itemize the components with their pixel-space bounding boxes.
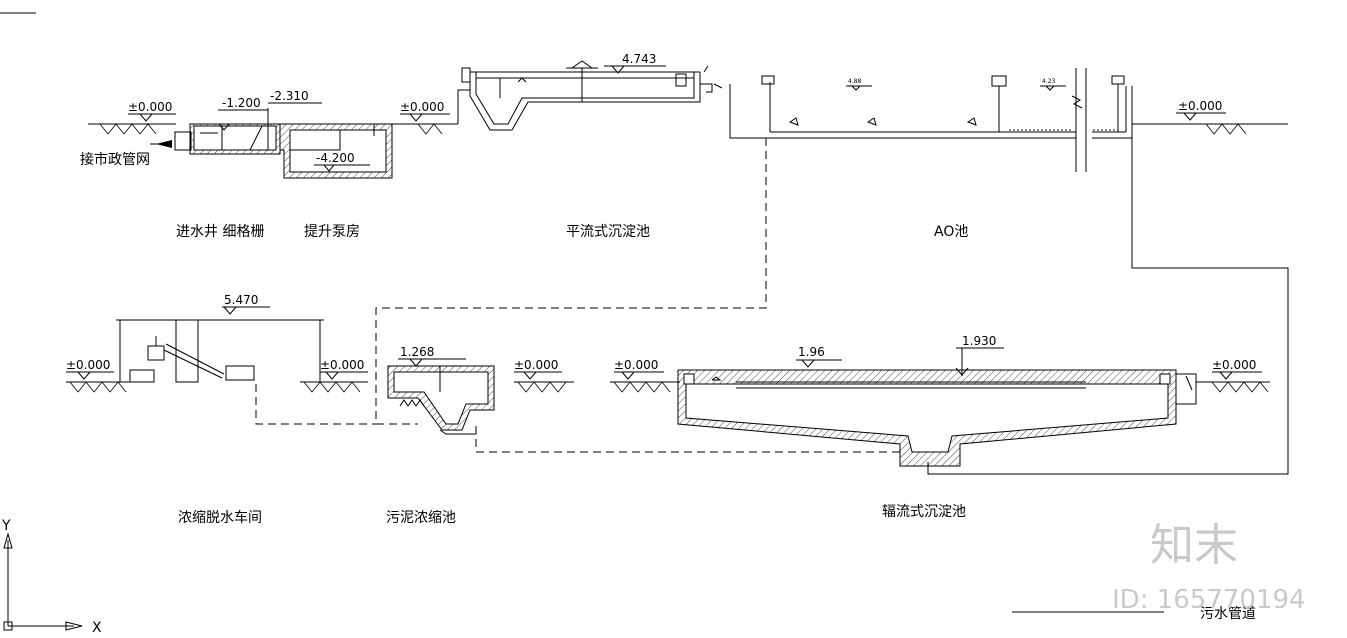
axis-y-label: Y xyxy=(1,518,11,534)
inlet-well-fine-screen xyxy=(189,108,281,155)
elevation-pump-bottom: -4.200 xyxy=(314,151,370,172)
elevation-ground-4: ±0.000 xyxy=(66,358,134,393)
truck-icon xyxy=(129,369,155,383)
elevation-ao-2-label: 4.23 xyxy=(1042,78,1056,85)
elevation-thickener-label: 1.268 xyxy=(400,345,434,359)
elevation-ao-1: 4.88 xyxy=(846,78,872,91)
elevation-radial-2-label: 1.930 xyxy=(962,334,996,348)
elevation-pump-inlet: -2.310 xyxy=(268,89,322,104)
elevation-ground-4-label: ±0.000 xyxy=(66,358,110,372)
sludge-thickener xyxy=(387,365,495,435)
elevation-radial-1: 1.96 xyxy=(796,345,842,368)
watermark-id: ID: 165770194 xyxy=(1112,585,1306,615)
label-ao-tank: AO池 xyxy=(934,224,968,240)
aerator-3-icon xyxy=(966,117,977,126)
elevation-ground-5: ±0.000 xyxy=(300,358,368,393)
municipal-pipe-label: 接市政管网 xyxy=(80,151,150,168)
elevation-ground-8: ±0.000 xyxy=(1196,358,1270,393)
elevation-ground-7-label: ±0.000 xyxy=(614,358,658,372)
label-horizontal-sedimentation: 平流式沉淀池 xyxy=(566,224,650,240)
aerator-1-icon xyxy=(788,117,799,126)
elevation-ground-2: ±0.000 xyxy=(392,100,458,135)
legend-sewage-pipe-label: 污水管道 xyxy=(1200,606,1256,622)
elevation-radial-1-label: 1.96 xyxy=(798,345,825,359)
elevation-ground-8-label: ±0.000 xyxy=(1212,358,1256,372)
dewatering-building xyxy=(116,319,324,383)
aerator-2-icon xyxy=(866,117,877,126)
elevation-ground-3: ±0.000 xyxy=(1132,99,1288,135)
elevation-ao-2: 4.23 xyxy=(1040,78,1066,91)
elevation-ground-3-label: ±0.000 xyxy=(1178,99,1222,113)
sludge-return-line xyxy=(255,138,900,453)
inlet-pipe xyxy=(150,131,192,151)
elevation-ao-1-label: 4.88 xyxy=(848,78,862,85)
dewatering-machine-icon xyxy=(225,365,255,381)
label-sludge-thickener: 污泥浓缩池 xyxy=(386,510,456,526)
elevation-dewatering-roof-label: 5.470 xyxy=(224,293,258,307)
watermark: 知末 ID: 165770194 xyxy=(1112,520,1306,615)
elevation-pump-bottom-label: -4.200 xyxy=(316,151,355,165)
radial-sedimentation-tank xyxy=(677,369,1197,467)
ucs-axes: Y X xyxy=(1,518,102,636)
elevation-ground-6-label: ±0.000 xyxy=(514,358,558,372)
label-inlet-well-fine-screen: 进水井 细格栅 xyxy=(176,224,264,240)
elevation-screen: -1.200 xyxy=(217,96,268,131)
label-thickening-dewatering: 浓缩脱水车间 xyxy=(178,509,262,526)
pipe-pump-to-sedimentation xyxy=(457,89,470,124)
elevation-ground-5-label: ±0.000 xyxy=(320,358,364,372)
elevation-dewatering-roof: 5.470 xyxy=(222,293,270,315)
ground-line-top-left xyxy=(88,123,176,135)
watermark-brand: 知末 xyxy=(1150,520,1238,571)
hopper-icon xyxy=(147,345,165,361)
elevation-radial-2: 1.930 xyxy=(955,334,1004,376)
elevation-ground-1-label: ±0.000 xyxy=(128,100,172,114)
axis-x-label: X xyxy=(92,620,102,636)
label-radial-sedimentation: 辐流式沉淀池 xyxy=(882,504,966,520)
elevation-ground-1: ±0.000 xyxy=(128,100,176,122)
elevation-ground-2-label: ±0.000 xyxy=(400,100,444,114)
elevation-ground-6: ±0.000 xyxy=(514,358,574,393)
elevation-pump-inlet-label: -2.310 xyxy=(270,89,309,103)
elevation-sed-top: 4.743 xyxy=(604,52,666,74)
legend-sewage-pipe: 污水管道 xyxy=(1012,606,1256,622)
horizontal-sedimentation-tank xyxy=(461,60,713,131)
elevation-ground-7: ±0.000 xyxy=(610,358,680,393)
ao-tank xyxy=(761,68,1133,172)
pipe-ao-to-radial xyxy=(927,138,1289,475)
elevation-thickener: 1.268 xyxy=(398,345,466,367)
elevation-screen-label: -1.200 xyxy=(222,96,261,110)
pipe-sedimentation-to-ao xyxy=(713,83,770,139)
label-lift-pump-house: 提升泵房 xyxy=(304,224,360,240)
elevation-sed-top-label: 4.743 xyxy=(622,52,656,66)
